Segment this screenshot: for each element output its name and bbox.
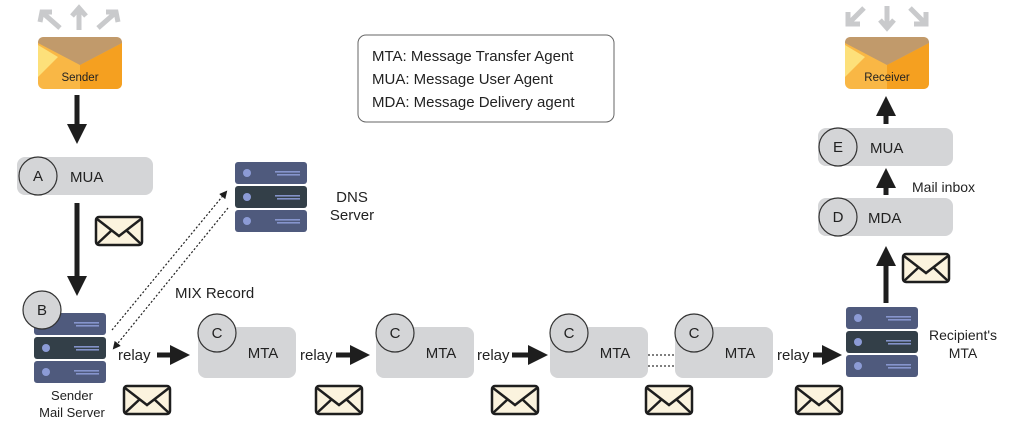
mail-inbox-label: Mail inbox: [912, 179, 975, 195]
node-a-label: MUA: [70, 169, 103, 186]
node-c1-letter: C: [212, 325, 223, 342]
node-c4-letter: C: [689, 325, 700, 342]
relay-label: relay: [118, 347, 151, 364]
relay-label: relay: [777, 347, 810, 364]
dns-label-1: DNS: [336, 189, 368, 206]
node-e-letter: E: [833, 139, 843, 156]
node-c2-label: MTA: [426, 345, 457, 362]
sender-label: Sender: [61, 72, 98, 84]
node-c4-mta: C MTA: [674, 313, 773, 378]
node-d-label: MDA: [868, 210, 901, 227]
relay-label: relay: [300, 347, 333, 364]
letter-icon: [794, 384, 844, 416]
mix-record-label: MIX Record: [175, 285, 254, 302]
legend-mda: MDA: Message Delivery agent: [372, 94, 575, 111]
ellipsis-connector: [648, 354, 676, 367]
letter-icon: [490, 384, 540, 416]
sender-server-label-2: Mail Server: [39, 405, 105, 420]
legend: MTA: Message Transfer Agent MUA: Message…: [357, 34, 615, 123]
dns-query-line: [111, 190, 228, 331]
node-c1-mta: C MTA: [197, 313, 296, 378]
legend-mua: MUA: Message User Agent: [372, 71, 554, 88]
node-d-letter: D: [833, 209, 844, 226]
node-a-mua: A MUA: [17, 156, 153, 196]
recipient-label-2: MTA: [949, 345, 978, 361]
dns-label-2: Server: [330, 207, 374, 224]
sender-server-label-1: Sender: [51, 388, 94, 403]
node-c2-mta: C MTA: [375, 313, 474, 378]
node-a-letter: A: [33, 168, 43, 185]
sender-outgoing-arrows-icon: [37, 4, 121, 30]
relay-label: relay: [477, 347, 510, 364]
node-c3-letter: C: [564, 325, 575, 342]
legend-mta: MTA: Message Transfer Agent: [372, 48, 574, 65]
letter-icon: [94, 215, 144, 247]
letter-icon: [314, 384, 364, 416]
node-e-label: MUA: [870, 140, 903, 157]
receiver-label: Receiver: [864, 72, 910, 84]
node-d-mda: D MDA: [818, 197, 953, 237]
dns-server-icon: [235, 162, 307, 232]
letter-icon: [122, 384, 172, 416]
node-c4-label: MTA: [725, 345, 756, 362]
node-c3-mta: C MTA: [549, 313, 648, 378]
node-c3-label: MTA: [600, 345, 631, 362]
receiver-incoming-arrows-icon: [845, 6, 929, 32]
node-b-letter: B: [37, 302, 47, 319]
node-c2-letter: C: [390, 325, 401, 342]
letter-icon: [644, 384, 694, 416]
node-c1-label: MTA: [248, 345, 279, 362]
letter-icon: [901, 252, 951, 284]
recipient-label-1: Recipient's: [929, 327, 997, 343]
node-e-mua: E MUA: [818, 127, 953, 167]
recipient-mta-server-icon: [846, 307, 918, 377]
node-b-badge: B: [22, 290, 62, 330]
